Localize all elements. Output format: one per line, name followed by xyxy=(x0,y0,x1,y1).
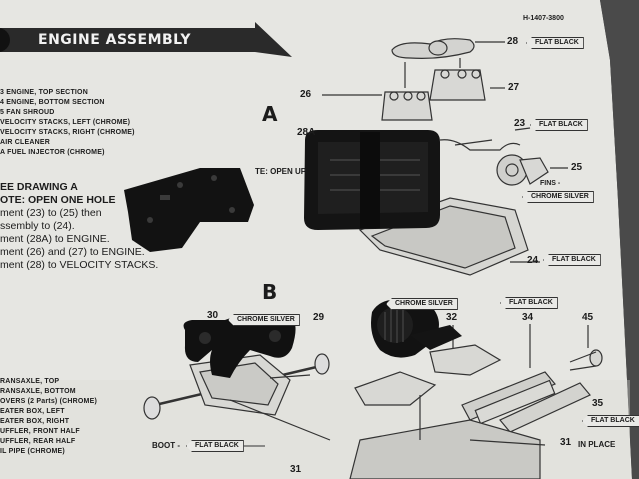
parts-list-item: RANSAXLE, TOP xyxy=(0,378,60,385)
callout-45: 45 xyxy=(582,312,594,323)
parts-list-a: 3 ENGINE, TOP SECTION 4 ENGINE, BOTTOM S… xyxy=(0,88,135,158)
tag-chrome-silver-32: CHROME SILVER xyxy=(386,298,458,310)
parts-list-item: A FUEL INJECTOR (CHROME) xyxy=(0,149,105,156)
parts-list-item: EATER BOX, LEFT xyxy=(0,408,65,415)
callout-25: 25 xyxy=(571,162,583,173)
section-a-letter: A xyxy=(262,102,278,126)
parts-list-item: EATER BOX, RIGHT xyxy=(0,418,70,425)
engine-top-plastic-part xyxy=(304,130,440,230)
page-code: H-1407-3800 xyxy=(523,15,564,22)
parts-list-item: 4 ENGINE, BOTTOM SECTION xyxy=(0,99,105,106)
step-line: ment (23) to (25) then xyxy=(0,207,102,219)
heater-box-plastic-part xyxy=(371,299,462,358)
tag-flat-black-24: FLAT BLACK xyxy=(543,254,601,266)
boot-label: BOOT - xyxy=(152,441,180,450)
parts-list-item: RANSAXLE, BOTTOM xyxy=(0,388,76,395)
callout-31-bottom: 31 xyxy=(290,464,302,475)
step-line: ssembly to (24). xyxy=(0,220,75,232)
callout-30: 30 xyxy=(207,310,219,321)
step-line: ment (26) and (27) to ENGINE. xyxy=(0,246,145,258)
tag-flat-black-boot: FLAT BLACK xyxy=(186,440,244,452)
parts-list-item: UFFLER, REAR HALF xyxy=(0,438,76,445)
callout-31: 31 xyxy=(560,437,572,448)
parts-list-item: 5 FAN SHROUD xyxy=(0,109,55,116)
in-place-label: IN PLACE xyxy=(578,440,616,449)
callout-32: 32 xyxy=(446,312,458,323)
tag-flat-black-23: FLAT BLACK xyxy=(530,119,588,131)
section-a-instructions: EE DRAWING A OTE: OPEN ONE HOLE ment (23… xyxy=(0,181,158,272)
parts-list-item: VELOCITY STACKS, LEFT (CHROME) xyxy=(0,119,131,126)
tag-chrome-silver-25: CHROME SILVER xyxy=(522,191,594,203)
parts-list-item: IL PIPE (CHROME) xyxy=(0,448,65,455)
callout-23: 23 xyxy=(514,118,526,129)
tag-chrome-silver-30: CHROME SILVER xyxy=(228,314,300,326)
section-b-letter: B xyxy=(262,280,278,304)
callout-34: 34 xyxy=(522,312,534,323)
callout-28: 28 xyxy=(507,36,519,47)
transaxle-cover-plastic-part xyxy=(183,316,296,378)
note-open-hole: OTE: OPEN ONE HOLE xyxy=(0,194,116,206)
engine-assembly-banner xyxy=(0,22,292,57)
section-b-line-drawing xyxy=(143,324,603,479)
banner-title: ENGINE ASSEMBLY xyxy=(38,32,192,48)
parts-list-item: OVERS (2 Parts) (CHROME) xyxy=(0,398,97,405)
parts-list-b: RANSAXLE, TOP RANSAXLE, BOTTOM OVERS (2 … xyxy=(0,377,97,457)
parts-list-item: 3 ENGINE, TOP SECTION xyxy=(0,89,88,96)
parts-list-item: AIR CLEANER xyxy=(0,139,51,146)
engine-bottom-plastic-part xyxy=(124,168,254,252)
tag-flat-black-28: FLAT BLACK xyxy=(526,37,584,49)
callout-28a: 28A xyxy=(297,127,316,138)
callout-35: 35 xyxy=(592,398,604,409)
open-up-note: TE: OPEN UP xyxy=(255,167,307,176)
step-line: ment (28A) to ENGINE. xyxy=(0,233,110,245)
step-line: ment (28) to VELOCITY STACKS. xyxy=(0,259,159,271)
callout-24: 24 xyxy=(527,255,539,266)
callout-27: 27 xyxy=(508,82,520,93)
fins-label: FINS - xyxy=(540,180,561,187)
callout-26: 26 xyxy=(300,89,312,100)
see-drawing-a: EE DRAWING A xyxy=(0,181,78,193)
tag-flat-black-35: FLAT BLACK xyxy=(582,415,639,427)
parts-list-item: VELOCITY STACKS, RIGHT (CHROME) xyxy=(0,129,135,136)
parts-list-item: UFFLER, FRONT HALF xyxy=(0,428,80,435)
tag-flat-black-34: FLAT BLACK xyxy=(500,297,558,309)
callout-29: 29 xyxy=(313,312,325,323)
